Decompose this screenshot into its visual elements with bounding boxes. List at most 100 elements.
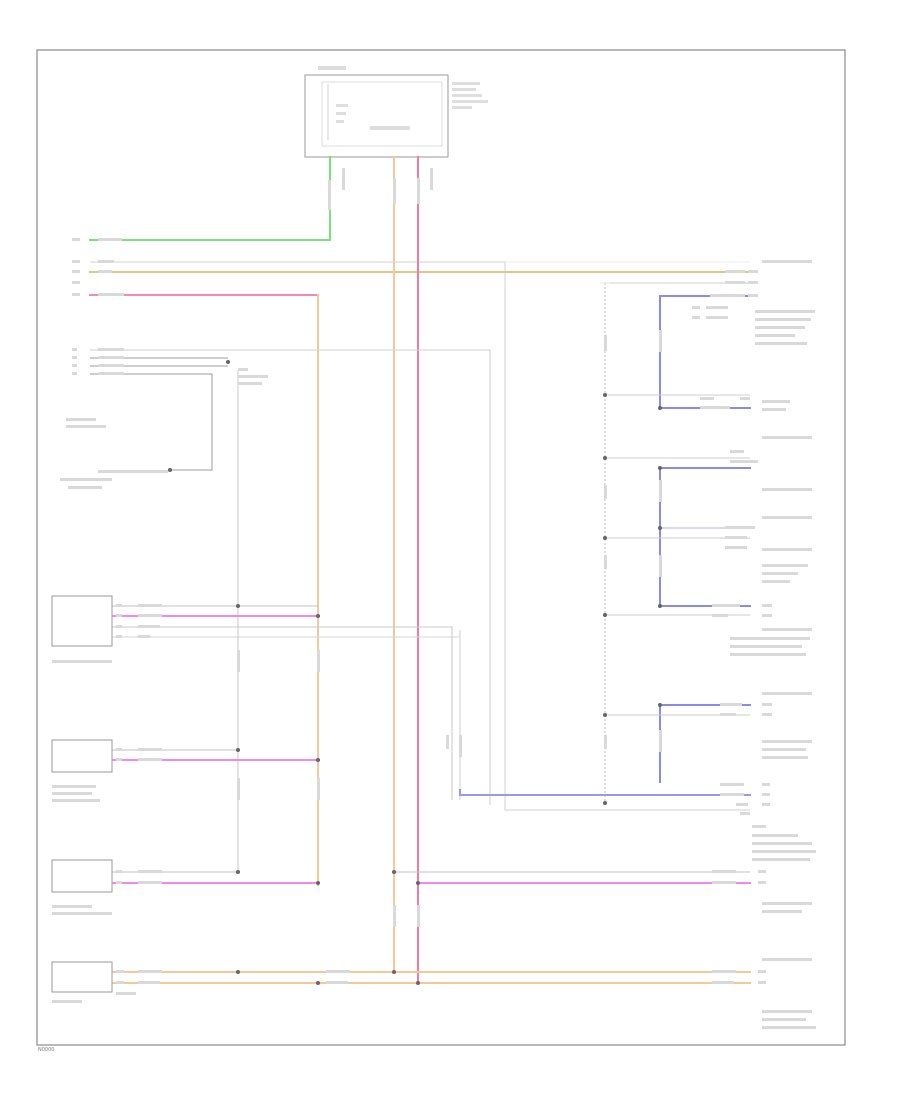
wire-color-label — [326, 970, 350, 973]
top-module-title — [452, 100, 488, 103]
component-label — [98, 470, 168, 473]
wire-gray-ic-3 — [112, 626, 453, 800]
wire-color-label — [730, 450, 744, 453]
pin-label — [116, 748, 122, 751]
pin-label — [762, 604, 772, 607]
pin-label — [740, 397, 750, 400]
component-label — [52, 905, 92, 908]
pin-label — [116, 614, 122, 617]
component-label — [52, 1000, 82, 1003]
wire-color-label — [706, 306, 728, 309]
wire-blue-right-2 — [659, 467, 751, 607]
wire-color-label — [720, 713, 736, 716]
wire-color-label — [138, 981, 160, 984]
top-module-title — [452, 82, 480, 85]
module-lower-left-box — [51, 859, 113, 893]
wire-color-label — [138, 870, 162, 873]
component-label — [238, 368, 248, 371]
wire-color-label — [98, 293, 124, 296]
splice-dot — [236, 748, 240, 752]
top-module-title — [452, 94, 482, 97]
component-label — [762, 260, 812, 263]
pin-label — [762, 803, 770, 806]
wire-color-label — [459, 735, 462, 757]
pin-label — [72, 356, 77, 359]
pin-label — [72, 260, 80, 263]
top-module-inner-label — [370, 126, 410, 130]
wire-color-label — [98, 356, 124, 359]
splice-dot — [416, 881, 420, 885]
pin-label — [748, 294, 758, 297]
pin-label — [116, 981, 124, 984]
top-module-note — [336, 104, 348, 107]
component-label — [762, 564, 808, 567]
component-label — [755, 326, 805, 329]
splice-dot — [603, 801, 607, 805]
component-label — [66, 418, 96, 421]
wire-color-label — [712, 981, 734, 984]
wire-color-label — [317, 778, 320, 800]
component-label — [730, 645, 802, 648]
wire-color-label — [342, 168, 345, 190]
wire-color-label — [326, 981, 348, 984]
wire-color-label — [725, 270, 745, 273]
wire-color-label — [430, 168, 433, 190]
wire-color-label — [659, 730, 662, 752]
pin-label — [72, 293, 80, 296]
splice-dot — [603, 536, 607, 540]
pin-label — [748, 281, 758, 284]
splice-dot — [392, 970, 396, 974]
pin-label — [762, 783, 770, 786]
wire-color-label — [604, 335, 607, 351]
wire-color-label — [138, 625, 160, 628]
wire-color-label — [138, 614, 162, 617]
wire-color-label — [710, 294, 745, 297]
wire-gray-top — [90, 261, 750, 811]
component-label — [762, 580, 790, 583]
component-label — [52, 792, 92, 795]
ghost-guides — [505, 261, 750, 284]
component-label — [752, 825, 766, 828]
splice-dot — [316, 981, 320, 985]
component-label — [238, 375, 268, 378]
component-label — [730, 637, 810, 640]
pin-label — [72, 270, 80, 273]
wire-color-label — [700, 397, 714, 400]
component-label — [752, 850, 816, 853]
pin-label — [72, 281, 80, 284]
wire-color-label — [604, 485, 607, 499]
component-label — [52, 660, 112, 663]
wire-color-label — [98, 270, 112, 273]
wire-color-label — [138, 970, 162, 973]
top-module — [304, 66, 488, 158]
wire-color-label — [417, 178, 420, 204]
wire-color-label — [237, 650, 240, 672]
component-label — [68, 486, 102, 489]
component-label — [762, 408, 786, 411]
component-label — [762, 910, 802, 913]
component-label — [762, 748, 806, 751]
pin-label — [116, 625, 122, 628]
pin-label — [762, 793, 770, 796]
top-module-inner — [321, 81, 443, 147]
component-label — [755, 318, 811, 321]
wire-color-label — [138, 748, 162, 751]
splice-dot — [236, 970, 240, 974]
pin-label — [72, 348, 77, 351]
wire-color-label — [700, 406, 730, 409]
component-label — [755, 342, 807, 345]
component-label — [52, 785, 96, 788]
wire-color-label — [328, 180, 331, 210]
component-label — [762, 740, 812, 743]
component-label — [762, 1018, 806, 1021]
top-module-note — [336, 112, 346, 115]
top-module-header-text — [318, 66, 346, 70]
pin-label — [762, 713, 772, 716]
module-mid-left-box — [51, 739, 113, 773]
pin-label — [748, 270, 758, 273]
wire-color-label — [725, 281, 745, 284]
splice-dot — [316, 614, 320, 618]
wire-color-label — [659, 480, 662, 502]
component-label — [762, 488, 812, 491]
component-label — [60, 478, 112, 481]
